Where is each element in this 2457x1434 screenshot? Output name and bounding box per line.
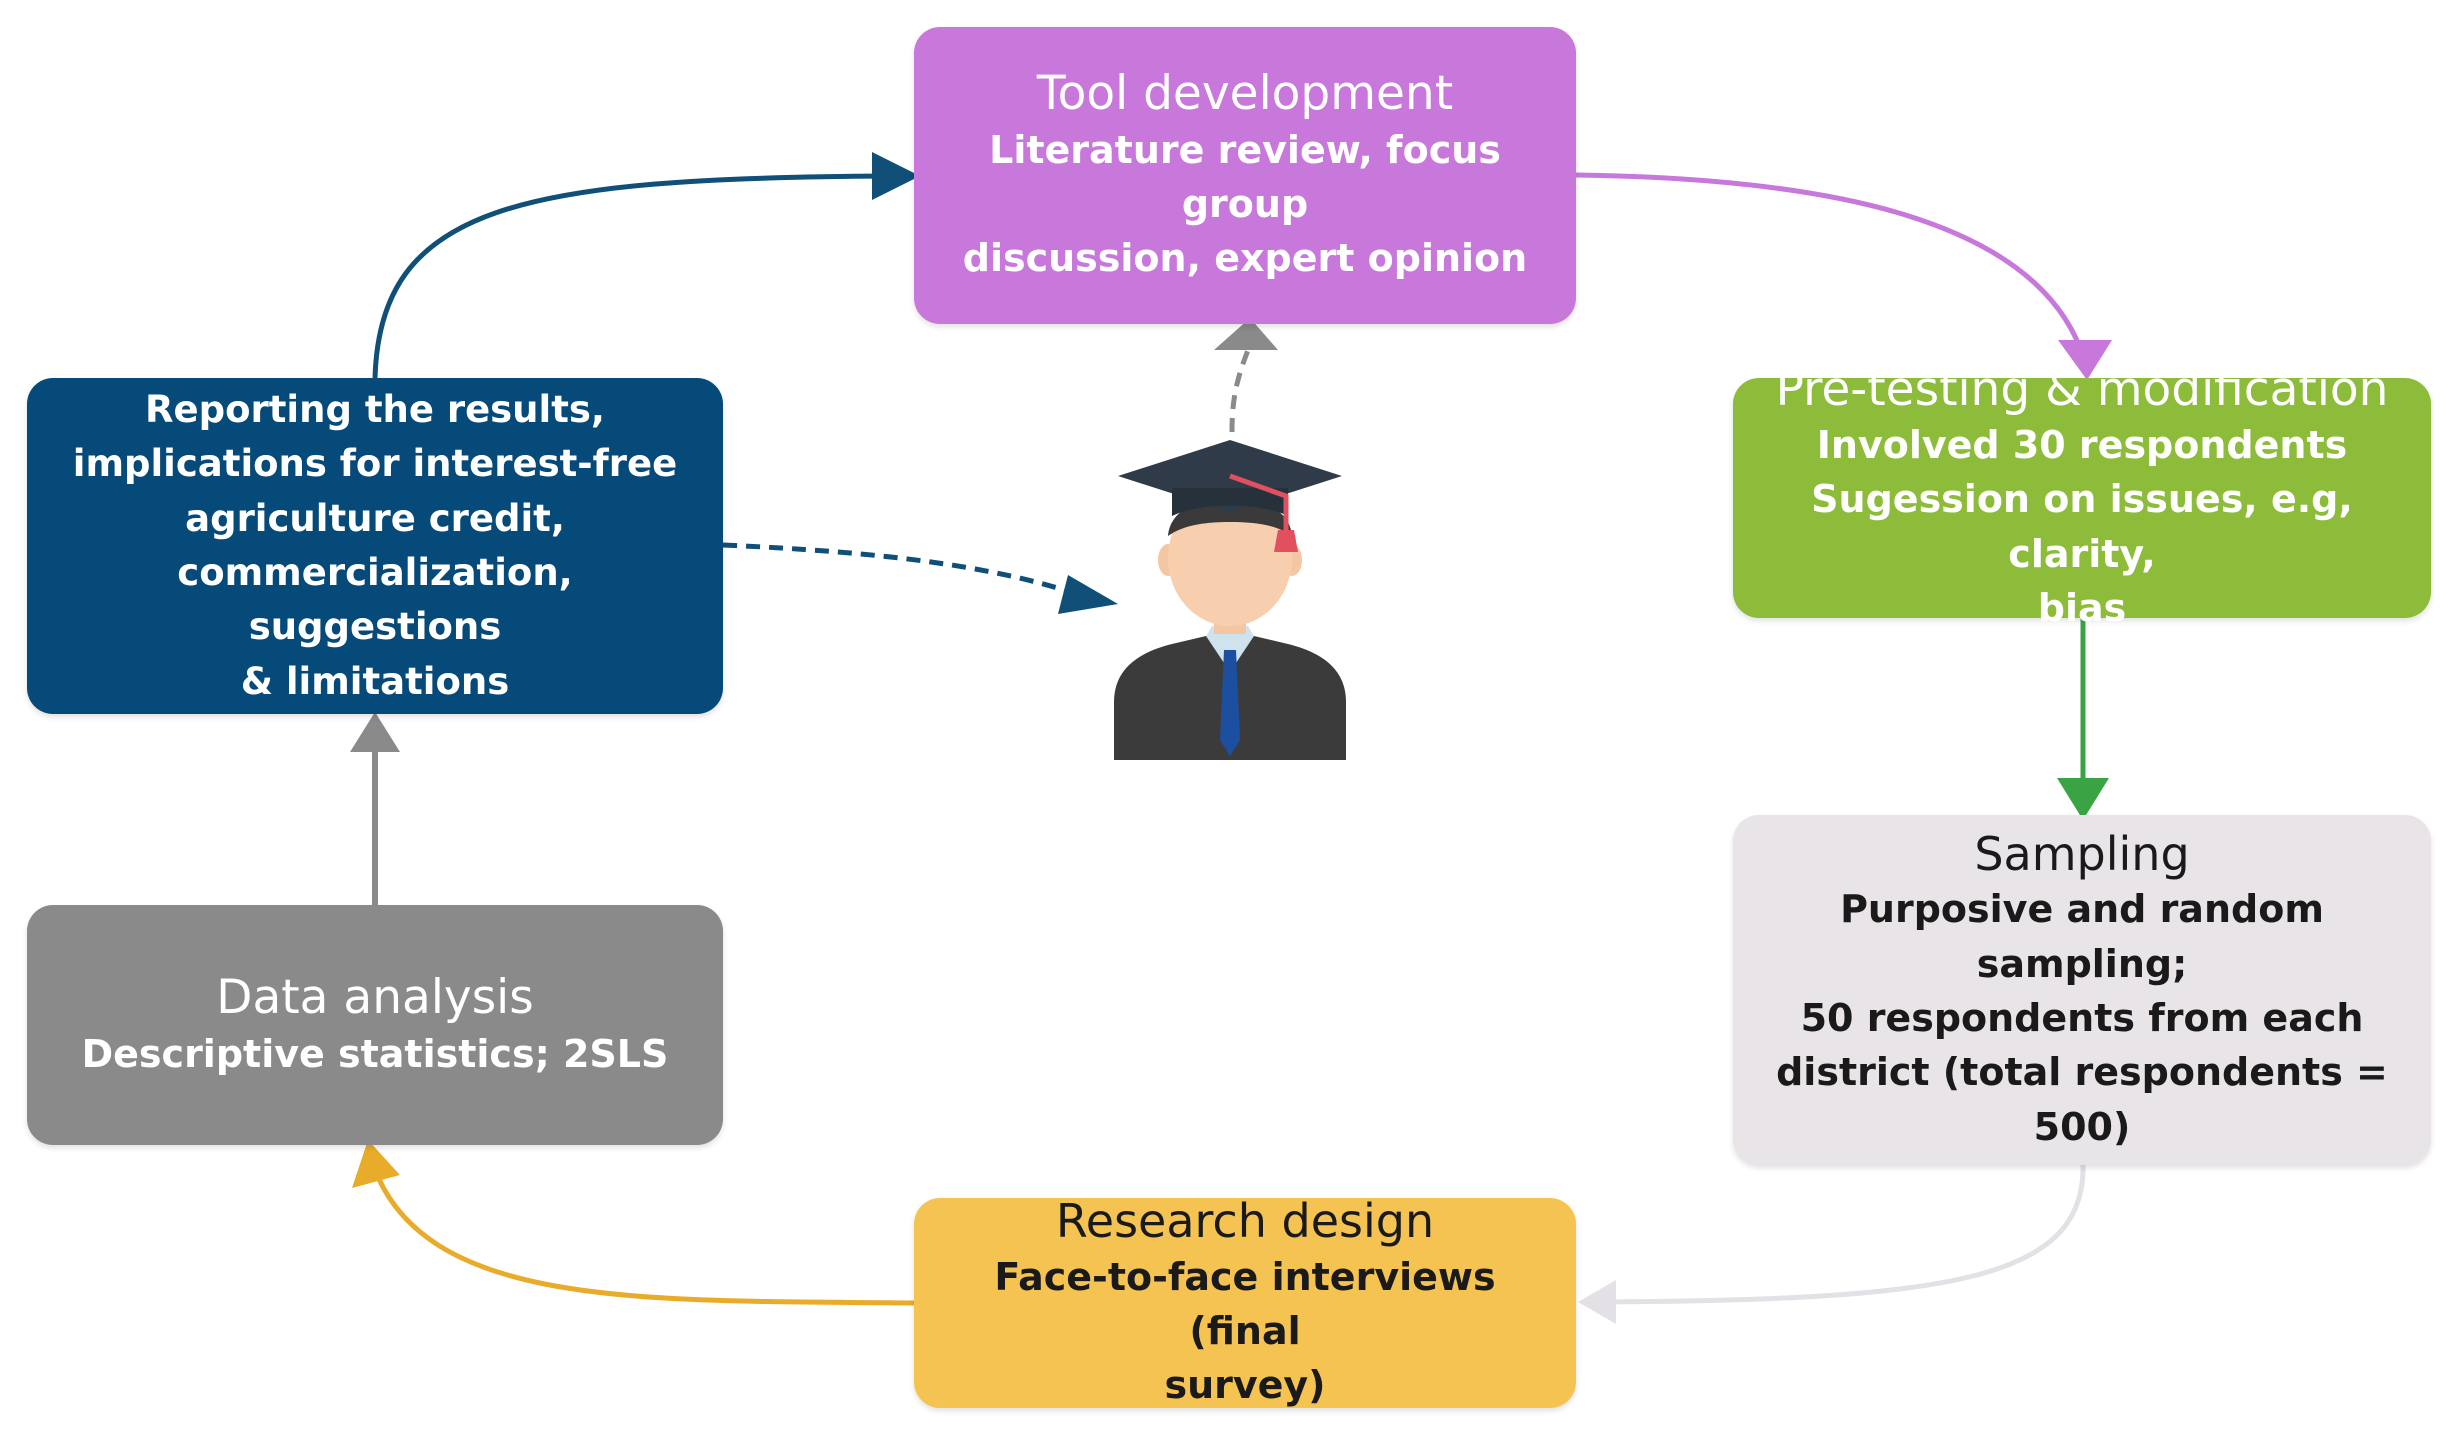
tool-development-body: Literature review, focus group discussio… — [962, 127, 1528, 281]
pretesting-box: Pre-testing & modification Involved 30 r… — [1733, 362, 2431, 630]
arrowhead-dashed-graduate-to-tool — [1214, 318, 1278, 350]
shirt-collar — [1206, 626, 1254, 672]
arrow-tool-to-pretest — [1575, 172, 2088, 363]
reporting-body: Reporting the results, implications for … — [72, 387, 678, 703]
arrow-research-to-analysis — [372, 1169, 915, 1306]
cap-base — [1172, 488, 1288, 516]
sampling-title: Sampling — [1974, 827, 2190, 882]
arrowhead-reporting-to-tool — [872, 152, 920, 200]
tassel-end — [1274, 530, 1298, 552]
arrowhead-sampling-to-research — [1578, 1280, 1616, 1324]
research-design-box: Research design Face-to-face interviews … — [914, 1194, 1576, 1408]
arrowhead-research-to-analysis — [352, 1140, 400, 1188]
data-analysis-title: Data analysis — [216, 970, 534, 1026]
graduate-student-icon — [1114, 440, 1346, 760]
research-design-body: Face-to-face interviews (final survey) — [994, 1254, 1496, 1408]
tie-shape — [1220, 650, 1240, 756]
pretesting-title: Pre-testing & modification — [1775, 361, 2389, 417]
tassel-cord — [1229, 473, 1289, 534]
arrow-dashed-graduate-to-tool — [1229, 344, 1253, 433]
arrowhead-analysis-to-reporting — [350, 712, 400, 752]
tool-development-title: Tool development — [1036, 66, 1454, 122]
arrowhead-pretest-to-sampling — [2057, 778, 2109, 820]
data-analysis-box: Data analysis Descriptive statistics; 2S… — [27, 905, 723, 1145]
reporting-box: Reporting the results, implications for … — [27, 378, 723, 714]
sampling-box: Sampling Purposive and random sampling; … — [1733, 815, 2431, 1165]
sampling-body: Purposive and random sampling; 50 respon… — [1776, 887, 2388, 1149]
arrowhead-tool-to-pretest — [2058, 340, 2112, 380]
arrow-dashed-reporting-to-graduate — [722, 542, 1081, 598]
arrowhead-dashed-reporting-to-graduate — [1058, 575, 1118, 614]
research-design-title: Research design — [1055, 1194, 1435, 1249]
data-analysis-body: Descriptive statistics; 2SLS — [81, 1031, 669, 1076]
tool-development-box: Tool development Literature review, focu… — [914, 27, 1576, 324]
pretesting-body: Involved 30 respondents Sugession on iss… — [1811, 423, 2353, 630]
arrow-sampling-to-research — [1599, 1164, 2086, 1305]
arrow-reporting-to-tool — [372, 173, 891, 379]
